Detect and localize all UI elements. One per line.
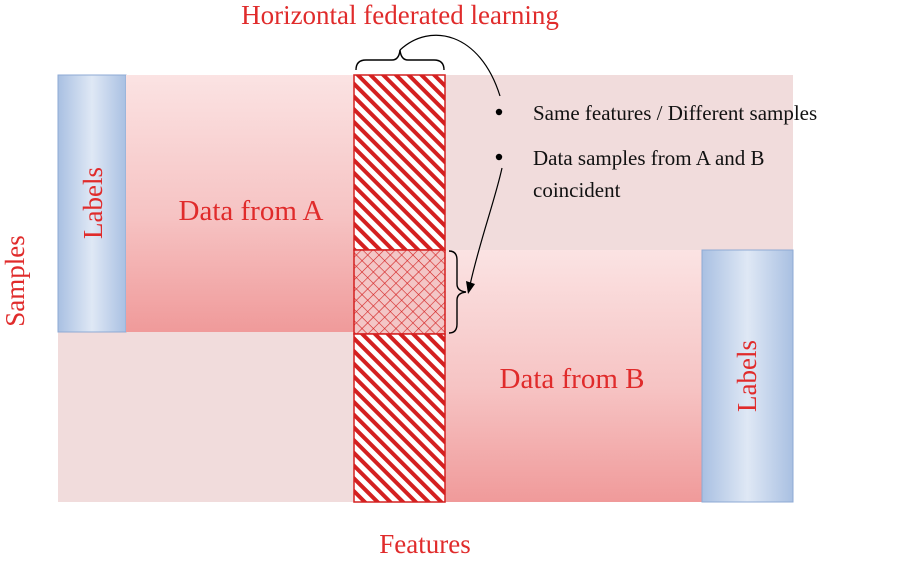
x-axis-label: Features [379, 529, 470, 559]
top-brace [355, 49, 445, 71]
side-brace [448, 250, 467, 334]
bullet-text-2-continued: coincident [533, 178, 621, 202]
bullet-text-1: Same features / Different samples [533, 101, 817, 125]
diagram-title: Horizontal federated learning [241, 0, 559, 30]
bullet-dot [495, 108, 503, 116]
labels-b-text: Labels [732, 340, 762, 412]
bullet-text-2: Data samples from A and B [533, 146, 765, 170]
curve-arrow-side [469, 167, 503, 286]
data-a-label: Data from A [179, 195, 324, 227]
shared-features-upper-hatch [353, 74, 446, 251]
data-a-block [126, 75, 354, 332]
data-b-label: Data from B [500, 363, 645, 395]
shared-features-lower-hatch [353, 333, 446, 503]
bullet-dot [495, 153, 503, 161]
overlap-crosshatch [353, 249, 446, 335]
curve-arrow-top [399, 34, 501, 97]
data-b-block [445, 250, 702, 502]
labels-b-block [701, 249, 794, 503]
y-axis-label: Samples [0, 235, 30, 327]
arrowhead [466, 281, 475, 294]
labels-a-text: Labels [78, 167, 108, 239]
